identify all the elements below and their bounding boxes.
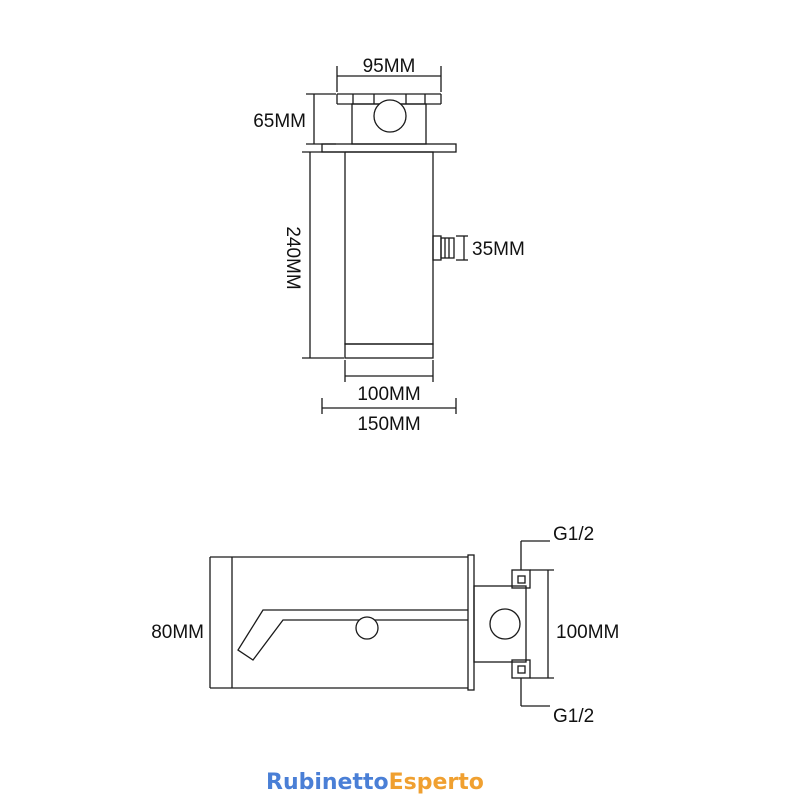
watermark-logo: RubinettoEsperto: [266, 770, 484, 795]
top-inlet: [511, 569, 531, 589]
front-view: 95MM 65MM 240MM 35MM 100MM: [253, 56, 525, 435]
dim-80mm: 80MM: [151, 557, 211, 688]
flange-plate: [321, 143, 457, 153]
dim-label-35mm: 35MM: [472, 239, 525, 260]
label-g12-bottom: G1/2: [553, 706, 594, 727]
watermark-part1: Rubinetto: [266, 770, 389, 795]
leader-g12-bottom: G1/2: [520, 678, 594, 727]
dim-label-95mm: 95MM: [363, 56, 416, 77]
top-bracket: [336, 93, 442, 145]
dim-label-100mm-body: 100MM: [357, 384, 420, 405]
dim-100mm-body: 100MM: [344, 360, 434, 405]
dim-label-80mm: 80MM: [151, 622, 204, 643]
label-g12-top: G1/2: [553, 524, 594, 545]
spout-knob: [355, 616, 379, 640]
side-knob: [432, 235, 455, 261]
bottom-inlet: [511, 659, 531, 679]
main-body: [344, 151, 434, 345]
dim-100mm-spacing: 100MM: [530, 569, 619, 679]
top-bracket-hole: [373, 99, 407, 133]
valve-block: [473, 569, 531, 679]
dim-150mm: 150MM: [321, 398, 457, 435]
body-base-ring: [344, 343, 434, 359]
dim-95mm: 95MM: [336, 56, 442, 92]
dim-label-65mm: 65MM: [253, 111, 306, 132]
side-view: G1/2 G1/2 100MM 80MM: [151, 524, 619, 727]
leader-g12-top: G1/2: [520, 524, 594, 570]
dim-240mm: 240MM: [282, 151, 344, 359]
dim-65mm: 65MM: [253, 93, 336, 145]
dim-label-240mm: 240MM: [282, 226, 303, 289]
wall-flange: [467, 554, 475, 691]
watermark-part2: Esperto: [389, 770, 484, 795]
dim-label-100mm-spacing: 100MM: [556, 622, 619, 643]
svg-text:RubinettoEsperto: RubinettoEsperto: [266, 770, 484, 795]
dim-35mm: 35MM: [456, 235, 525, 261]
valve-hole: [489, 608, 521, 640]
dim-label-150mm: 150MM: [357, 414, 420, 435]
spout-pipe: [237, 609, 468, 661]
